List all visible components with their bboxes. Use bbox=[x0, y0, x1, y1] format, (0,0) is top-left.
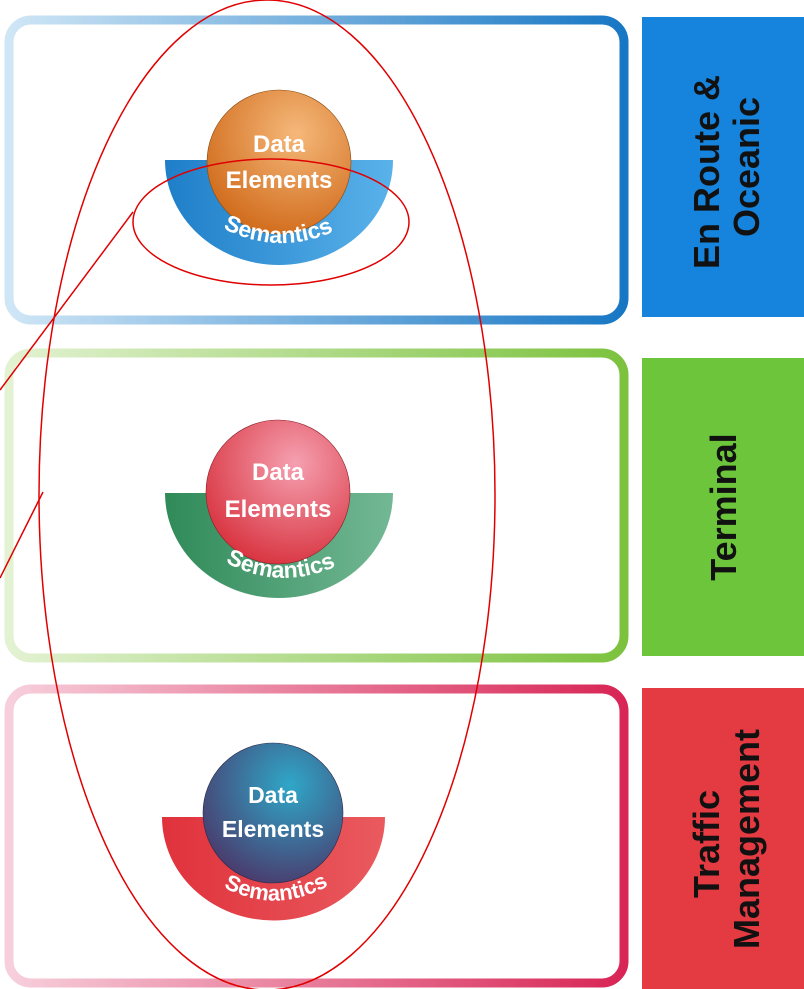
data-elements-sphere bbox=[206, 89, 352, 235]
large-annotation-ellipse bbox=[38, 0, 496, 989]
pointer-line-upper bbox=[0, 211, 134, 391]
data-label: Data bbox=[253, 131, 306, 158]
tab-label-terminal: Terminal bbox=[703, 433, 744, 580]
semantics-highlight-ellipse bbox=[132, 158, 410, 286]
tab-label-enroute: En Route & Oceanic bbox=[686, 65, 767, 269]
elements-label: Elements bbox=[226, 167, 333, 194]
pointer-line-lower bbox=[0, 491, 44, 579]
tab-enroute bbox=[642, 17, 804, 317]
elements-label: Elements bbox=[225, 496, 332, 523]
tab-label-traffic: Traffic Management bbox=[686, 729, 767, 949]
elements-label: Elements bbox=[222, 816, 324, 842]
data-elements-sphere bbox=[205, 419, 351, 565]
data-label: Data bbox=[248, 782, 298, 808]
annotation-overlay bbox=[0, 0, 496, 989]
tab-terminal bbox=[642, 358, 804, 656]
panel-terminal: Data Elements Semantics Terminal bbox=[4, 348, 804, 663]
panel-enroute: Data Elements Semantics En Route & Ocean… bbox=[4, 15, 804, 325]
panel-traffic: Data Elements Semantics Traffic Manageme… bbox=[4, 684, 804, 989]
panel-frame bbox=[4, 348, 629, 663]
tab-traffic bbox=[642, 688, 804, 989]
data-label: Data bbox=[252, 459, 305, 486]
panel-frame bbox=[4, 684, 629, 988]
panel-frame bbox=[4, 15, 629, 325]
data-elements-sphere bbox=[202, 742, 344, 884]
